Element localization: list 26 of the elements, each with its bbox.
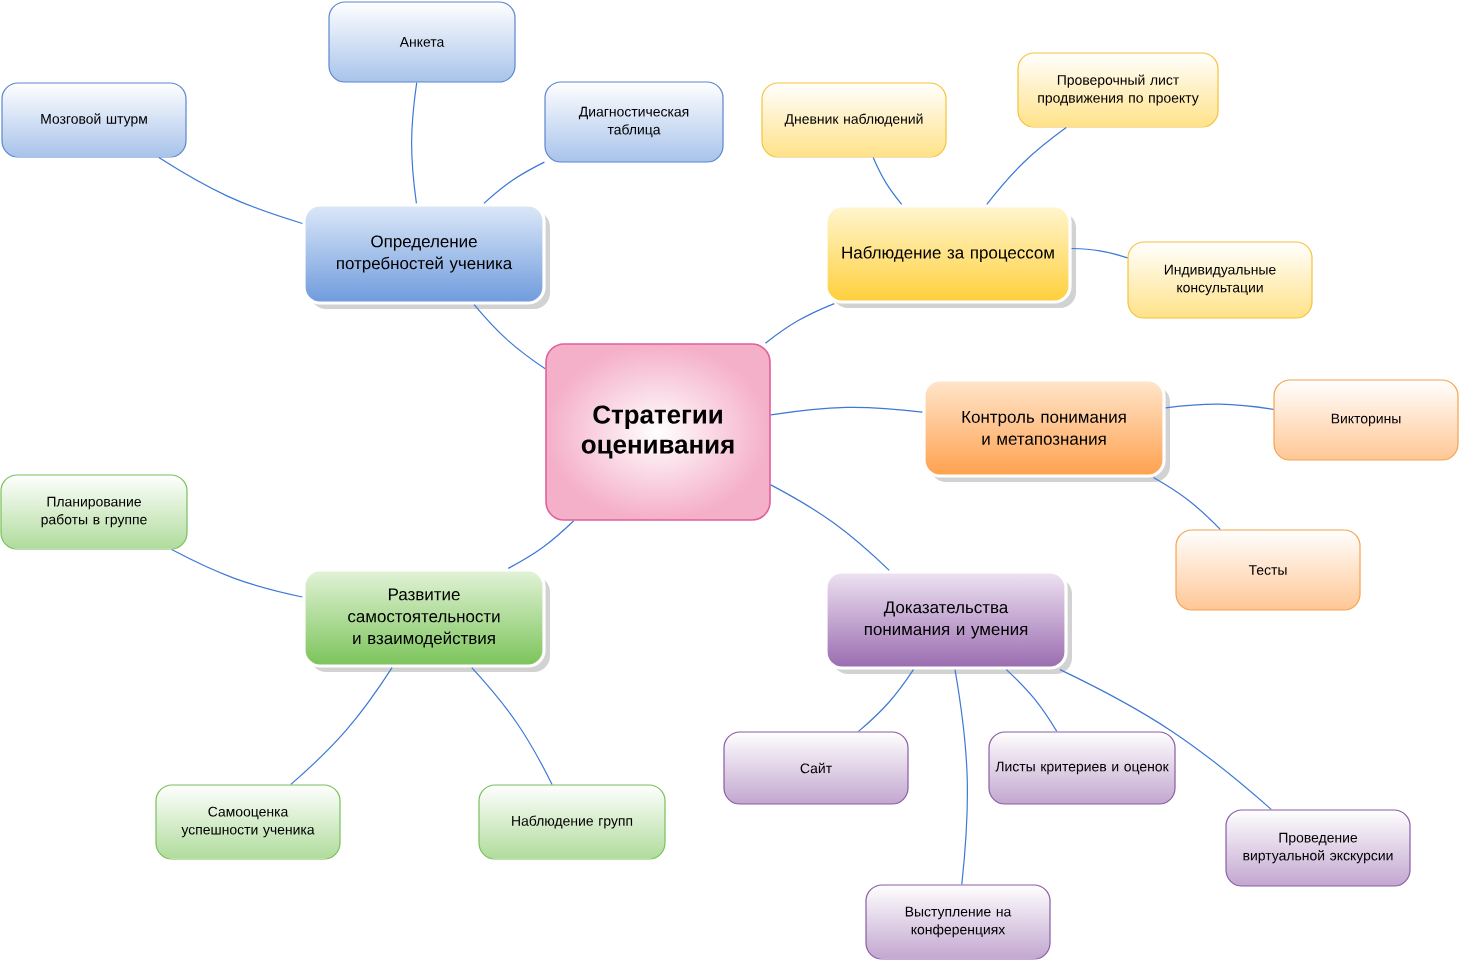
connector-line — [872, 157, 903, 205]
connector-line — [290, 667, 393, 785]
connector-line — [158, 157, 303, 225]
connector-line — [857, 669, 915, 732]
central-topic-box: Стратегии оценивания — [545, 343, 771, 521]
connector-line — [473, 304, 546, 370]
connector-line — [411, 82, 418, 204]
connector-line — [986, 127, 1067, 205]
connector-line — [471, 667, 553, 785]
topic-box: Контроль понимания и метапознания — [922, 378, 1166, 478]
connector-line — [507, 520, 575, 569]
connector-line — [1165, 403, 1274, 410]
topic-box: Наблюдение за процессом — [824, 204, 1072, 304]
connector-line — [1152, 477, 1221, 530]
connector-line — [1005, 669, 1058, 732]
connector-line — [1071, 247, 1128, 259]
connector-line — [770, 406, 923, 416]
connector-line — [483, 161, 545, 204]
connector-line — [1059, 669, 1272, 810]
connector-line — [770, 484, 890, 571]
connector-line — [954, 669, 969, 885]
connector-line — [764, 303, 835, 344]
connector-line — [171, 549, 303, 598]
topic-box: Доказательства понимания и умения — [824, 570, 1068, 670]
topic-box: Определение потребностей ученика — [302, 203, 546, 305]
topic-box: Развитие самостоятельности и взаимодействия — [302, 568, 546, 668]
